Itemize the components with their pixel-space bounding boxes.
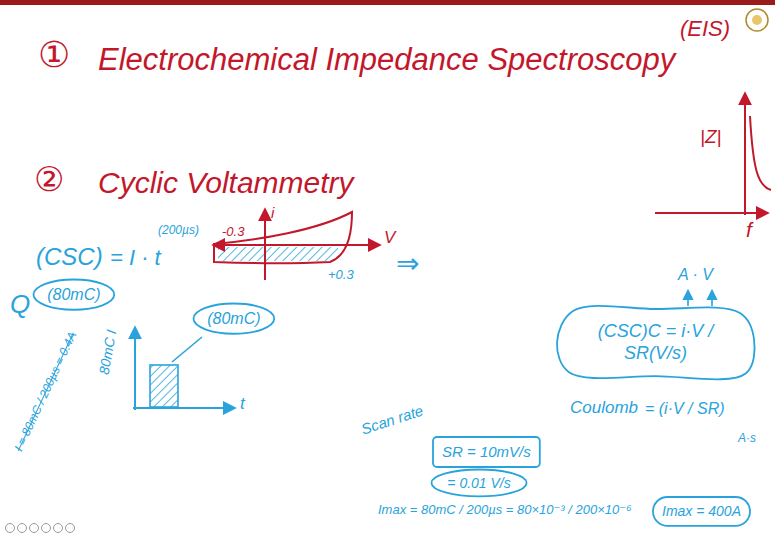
struck-note: I = 80mC / 200µs = 0.4A [12,330,80,454]
axis-label: V [384,228,395,248]
nav-icon [30,524,39,533]
node-text-group: = 0.01 V/s [447,475,510,492]
logo [746,9,768,31]
axis-label: t [240,394,245,414]
node-text: SR = 10mV/s [442,443,531,461]
axis-label: |Z| [700,126,721,148]
term: Coulomb [570,398,638,418]
circled-result: Imax = 400A [652,496,751,527]
node-text-group: (80mC) [47,285,100,304]
nav-icon [6,524,15,533]
node-text: (80mC) [47,285,100,304]
unit-note: A · V [678,266,713,284]
leader-line [172,337,202,362]
blob-outline [557,306,755,379]
equation: = (i·V / SR) [645,400,725,418]
formula-blob: (CSC)C = i·V / SR(V/s) [555,308,756,377]
logo [752,15,762,25]
pulse-bar [150,365,178,407]
nav-icon [18,524,27,533]
unit-note: A·s [738,432,756,446]
nav-icon [42,524,51,533]
axis [655,212,767,214]
abbreviation: (EIS) [680,16,730,41]
circle-outline [34,280,115,310]
box-outline [433,437,540,467]
axis-value: +0.3 [328,268,354,283]
cv-loop [214,212,352,263]
node-text: Imax = 400A [662,503,741,520]
axis [214,244,379,246]
node-text-group: (80mC) [207,309,260,328]
term: (CSC) [36,243,103,271]
nav-icon [66,524,75,533]
heading: Electrochemical Impedance Spectroscopy [98,42,675,78]
equation: Imax = 80mC / 200µs = 80×10⁻³ / 200×10⁻⁶ [378,503,632,518]
axis-label: f [746,218,752,242]
node-text-group: SR = 10mV/s [442,443,531,461]
axis-value: -0.3 [222,225,244,240]
circled-value: (80mC) [192,302,276,335]
circle-outline [194,304,275,334]
note: 80mC I [96,328,120,375]
nav-icon [54,524,63,533]
section-number: ② [34,160,64,199]
circled-value: = 0.01 V/s [430,468,528,498]
node-text: (CSC)C = i·V / SR(V/s) [573,321,738,364]
unit-arrow [711,291,713,306]
implies-arrow: ⇒ [396,248,419,280]
equation: = I · t [110,245,161,270]
node-text-group: Imax = 400A [662,503,741,520]
charge-hatch [218,247,338,261]
boxed-value: SR = 10mV/s [432,436,541,468]
node-text-group: (CSC)C = i·V / SR(V/s) [573,321,738,364]
axis [134,328,136,410]
node-text: (80mC) [207,309,260,328]
note: (200µs) [158,224,199,238]
unit-arrow [687,291,689,306]
node-text: = 0.01 V/s [447,475,510,492]
section-number: ① [38,34,70,75]
axis [133,407,234,409]
impedance-curve [750,116,771,190]
note: Scan rate [359,402,425,438]
axis [744,94,746,215]
circle-outline [432,470,527,497]
heading: Cyclic Voltammetry [98,166,354,201]
top-band [0,0,775,5]
axis [264,210,266,280]
box-outline [653,497,750,526]
circled-value: (80mC) [32,278,116,311]
axis-label: i [271,204,274,221]
symbol: Q [10,290,30,320]
